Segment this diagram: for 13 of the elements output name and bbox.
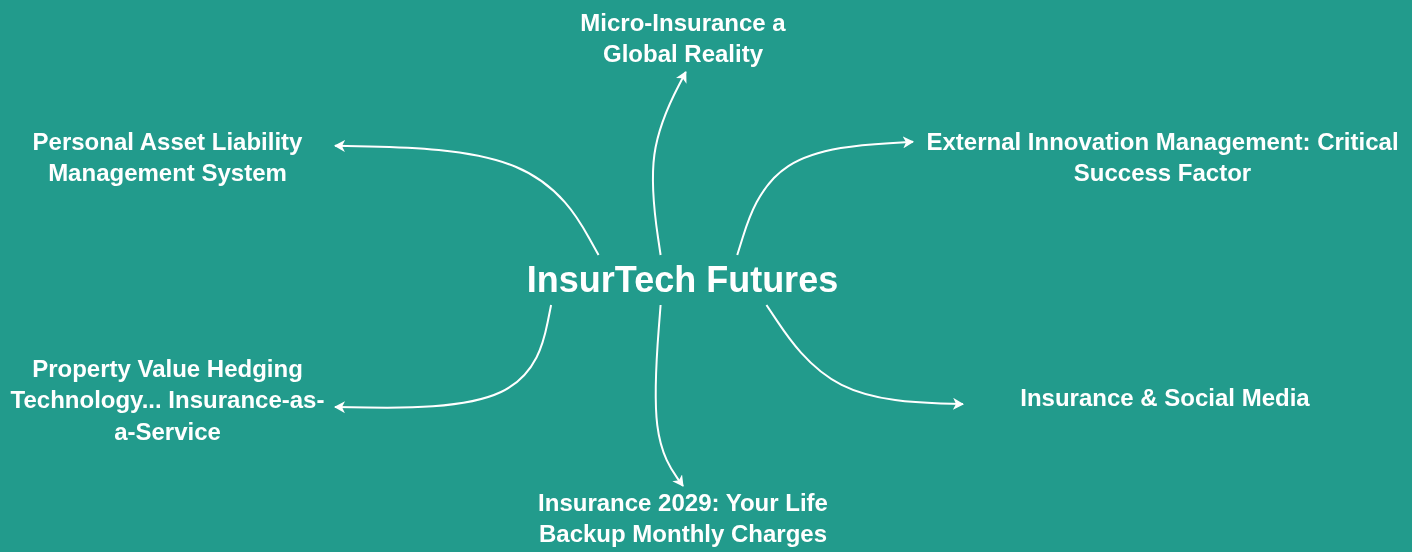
- arrow: [654, 304, 684, 487]
- topic-label: Insurance 2029: Your Life Backup Monthly Charges: [500, 486, 866, 550]
- arrow: [736, 136, 914, 256]
- topic-label: Personal Asset Liability Management System: [0, 124, 335, 190]
- topic-label: Micro-Insurance a Global Reality: [543, 4, 823, 72]
- arrow: [651, 71, 687, 256]
- central-topic: InsurTech Futures: [500, 255, 865, 305]
- arrow: [765, 304, 964, 410]
- topic-label: External Innovation Management: Critical Success Factor: [915, 124, 1410, 190]
- topic-label: Insurance & Social Media: [965, 380, 1365, 416]
- arrow: [334, 140, 600, 256]
- topic-label: Property Value Hedging Technology... Insurance-as-a-Service: [0, 350, 335, 450]
- arrow: [334, 304, 553, 414]
